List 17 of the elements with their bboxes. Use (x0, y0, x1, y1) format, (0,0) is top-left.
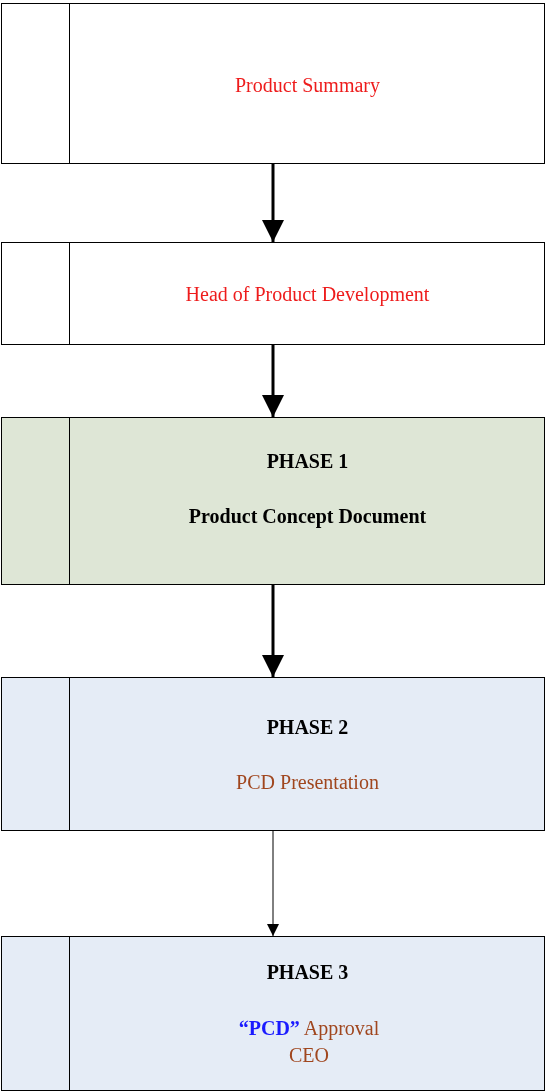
arrow (262, 585, 284, 677)
phase-heading: PHASE 1 (265, 449, 350, 473)
arrow (262, 345, 284, 417)
arrow (262, 164, 284, 242)
phase-heading: PHASE 3 (265, 960, 350, 984)
process-box (1, 242, 545, 345)
phase-heading: PHASE 2 (265, 715, 350, 739)
arrow (267, 830, 279, 937)
process-box (1, 3, 545, 164)
process-box (1, 677, 545, 831)
approval-text: “PCD” Approval CEO (237, 1016, 381, 1068)
process-box (1, 936, 545, 1091)
process-box (1, 417, 545, 585)
title-text: Product Summary (234, 73, 381, 97)
title-text: PCD Presentation (235, 770, 380, 794)
title-text: Product Concept Document (187, 504, 428, 528)
title-text: Head of Product Development (184, 282, 431, 306)
